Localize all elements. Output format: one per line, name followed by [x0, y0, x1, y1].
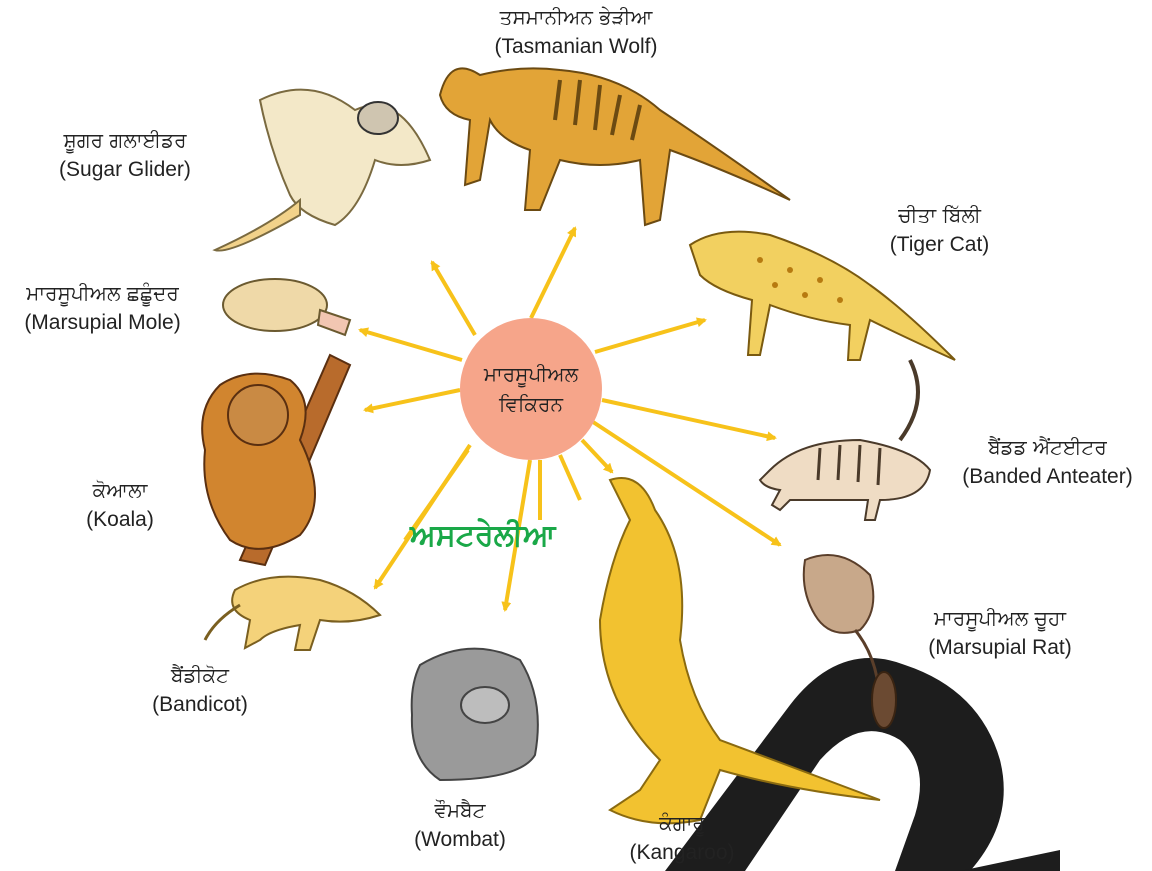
label-tiger-cat-en: (Tiger Cat) — [872, 230, 1007, 260]
label-kangaroo-en: (Kangaroo) — [612, 838, 752, 868]
arrow-sugar-glider — [432, 262, 475, 335]
label-bandicoot: ਬੈਂਡੀਕੋਟ (Bandicot) — [130, 660, 270, 720]
label-banded-anteater-en: (Banded Anteater) — [945, 462, 1150, 492]
arrow-tiger-cat — [595, 320, 705, 352]
banded-anteater-illustration — [760, 360, 930, 520]
label-marsupial-mole-en: (Marsupial Mole) — [0, 308, 205, 338]
arrow-koala — [365, 390, 460, 410]
wombat-illustration — [412, 649, 538, 780]
region-label: ਅਸਟਰੇਲੀਆ — [410, 518, 556, 553]
label-bandicoot-pa: ਬੈਂਡੀਕੋਟ — [130, 660, 270, 690]
hub-line-1: ਮਾਰਸੂਪੀਅਲ — [484, 359, 578, 389]
label-marsupial-mole-pa: ਮਾਰਸੂਪੀਅਲ ਛਛੂੰਦਰ — [0, 278, 205, 308]
marsupial-radiation-hub: ਮਾਰਸੂਪੀਅਲ ਵਿਕਿਰਨ — [460, 318, 602, 460]
label-kangaroo: ਕੰਗਾਰੂ (Kangaroo) — [612, 808, 752, 868]
label-marsupial-mole: ਮਾਰਸੂਪੀਅਲ ਛਛੂੰਦਰ (Marsupial Mole) — [0, 278, 205, 338]
label-banded-anteater: ਬੈਂਡਡ ਐਂਟਈਟਰ (Banded Anteater) — [945, 432, 1150, 492]
label-tiger-cat-pa: ਚੀਤਾ ਬਿੱਲੀ — [872, 200, 1007, 230]
arrow-marsupial-mole — [360, 330, 462, 360]
label-tiger-cat: ਚੀਤਾ ਬਿੱਲੀ (Tiger Cat) — [872, 200, 1007, 260]
label-wombat-pa: ਵੌਮਬੈਟ — [395, 795, 525, 825]
arrow-tasmanian-wolf — [531, 228, 575, 318]
arrow-banded-anteater — [602, 400, 775, 438]
label-tasmanian-wolf-en: (Tasmanian Wolf) — [476, 32, 676, 62]
label-sugar-glider-pa: ਸ਼ੂਗਰ ਗਲਾਈਡਰ — [30, 125, 220, 155]
label-banded-anteater-pa: ਬੈਂਡਡ ਐਂਟਈਟਰ — [945, 432, 1150, 462]
label-koala-pa: ਕੋਆਲਾ — [60, 475, 180, 505]
marsupial-mole-illustration — [223, 279, 350, 335]
label-sugar-glider-en: (Sugar Glider) — [30, 155, 220, 185]
label-marsupial-rat-pa: ਮਾਰਸੂਪੀਅਲ ਚੂਹਾ — [915, 603, 1085, 633]
koala-illustration — [202, 355, 350, 565]
label-koala-en: (Koala) — [60, 505, 180, 535]
label-marsupial-rat-en: (Marsupial Rat) — [915, 633, 1085, 663]
label-bandicoot-en: (Bandicot) — [130, 690, 270, 720]
label-tasmanian-wolf-pa: ਤਸਮਾਨੀਅਨ ਭੇੜੀਆ — [476, 2, 676, 32]
label-wombat-en: (Wombat) — [395, 825, 525, 855]
hub-line-2: ਵਿਕਿਰਨ — [499, 389, 563, 419]
sugar-glider-illustration — [215, 90, 430, 251]
arrow-kangaroo — [582, 440, 612, 472]
bandicoot-illustration — [205, 577, 380, 650]
tasmanian-wolf-illustration — [440, 68, 790, 225]
label-koala: ਕੋਆਲਾ (Koala) — [60, 475, 180, 535]
label-kangaroo-pa: ਕੰਗਾਰੂ — [612, 808, 752, 838]
label-marsupial-rat: ਮਾਰਸੂਪੀਅਲ ਚੂਹਾ (Marsupial Rat) — [915, 603, 1085, 663]
label-sugar-glider: ਸ਼ੂਗਰ ਗਲਾਈਡਰ (Sugar Glider) — [30, 125, 220, 185]
label-wombat: ਵੌਮਬੈਟ (Wombat) — [395, 795, 525, 855]
label-tasmanian-wolf: ਤਸਮਾਨੀਅਨ ਭੇੜੀਆ (Tasmanian Wolf) — [476, 2, 676, 62]
